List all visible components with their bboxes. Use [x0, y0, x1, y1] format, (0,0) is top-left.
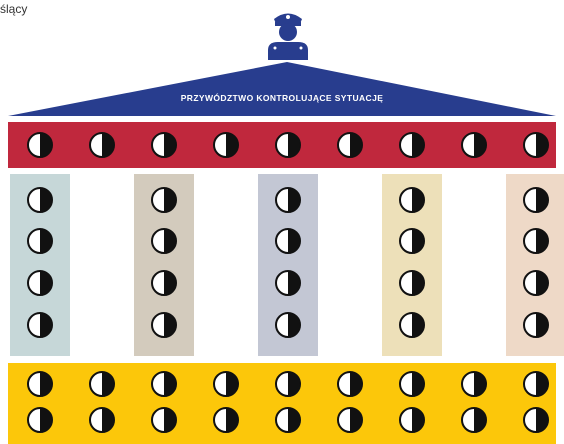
- pillar-token: [27, 228, 53, 254]
- base-token: [461, 407, 487, 433]
- pillar-token: [275, 270, 301, 296]
- base-token: [213, 407, 239, 433]
- base-token: [89, 371, 115, 397]
- pillar-token: [399, 270, 425, 296]
- pillar-token: [523, 312, 549, 338]
- pillar-token: [523, 187, 549, 213]
- beam-token: [89, 132, 115, 158]
- base-token: [213, 371, 239, 397]
- cropped-caption: ślący: [0, 2, 28, 16]
- base-token: [461, 371, 487, 397]
- tokens-group: [27, 132, 549, 433]
- police-officer-icon: [268, 13, 308, 60]
- beam-token: [399, 132, 425, 158]
- pillar-token: [523, 270, 549, 296]
- base-token: [399, 371, 425, 397]
- pillar-token: [275, 228, 301, 254]
- pillar-token: [399, 228, 425, 254]
- pillar-token: [27, 312, 53, 338]
- base-token: [523, 407, 549, 433]
- pillar-token: [399, 187, 425, 213]
- base-token: [151, 371, 177, 397]
- pillar-token: [151, 312, 177, 338]
- base-token: [151, 407, 177, 433]
- base-token: [275, 407, 301, 433]
- base-token: [275, 371, 301, 397]
- pillar-token: [523, 228, 549, 254]
- beam-token: [275, 132, 301, 158]
- beam-token: [337, 132, 363, 158]
- pillar-token: [151, 187, 177, 213]
- pillar-token: [151, 228, 177, 254]
- pillar-token: [275, 312, 301, 338]
- base-token: [27, 407, 53, 433]
- base-token: [89, 407, 115, 433]
- base-token: [27, 371, 53, 397]
- pillar-token: [275, 187, 301, 213]
- base-token: [337, 371, 363, 397]
- base-token: [399, 407, 425, 433]
- beam-token: [151, 132, 177, 158]
- pillar-token: [27, 270, 53, 296]
- roof-triangle: [8, 62, 556, 116]
- beam-token: [461, 132, 487, 158]
- beam-token: [523, 132, 549, 158]
- beam-token: [27, 132, 53, 158]
- roof-label: PRZYWÓDZTWO KONTROLUJĄCE SYTUACJĘ: [180, 93, 384, 103]
- base-token: [337, 407, 363, 433]
- pillar-token: [151, 270, 177, 296]
- pillar-token: [399, 312, 425, 338]
- pillar-token: [27, 187, 53, 213]
- beam-token: [213, 132, 239, 158]
- base-token: [523, 371, 549, 397]
